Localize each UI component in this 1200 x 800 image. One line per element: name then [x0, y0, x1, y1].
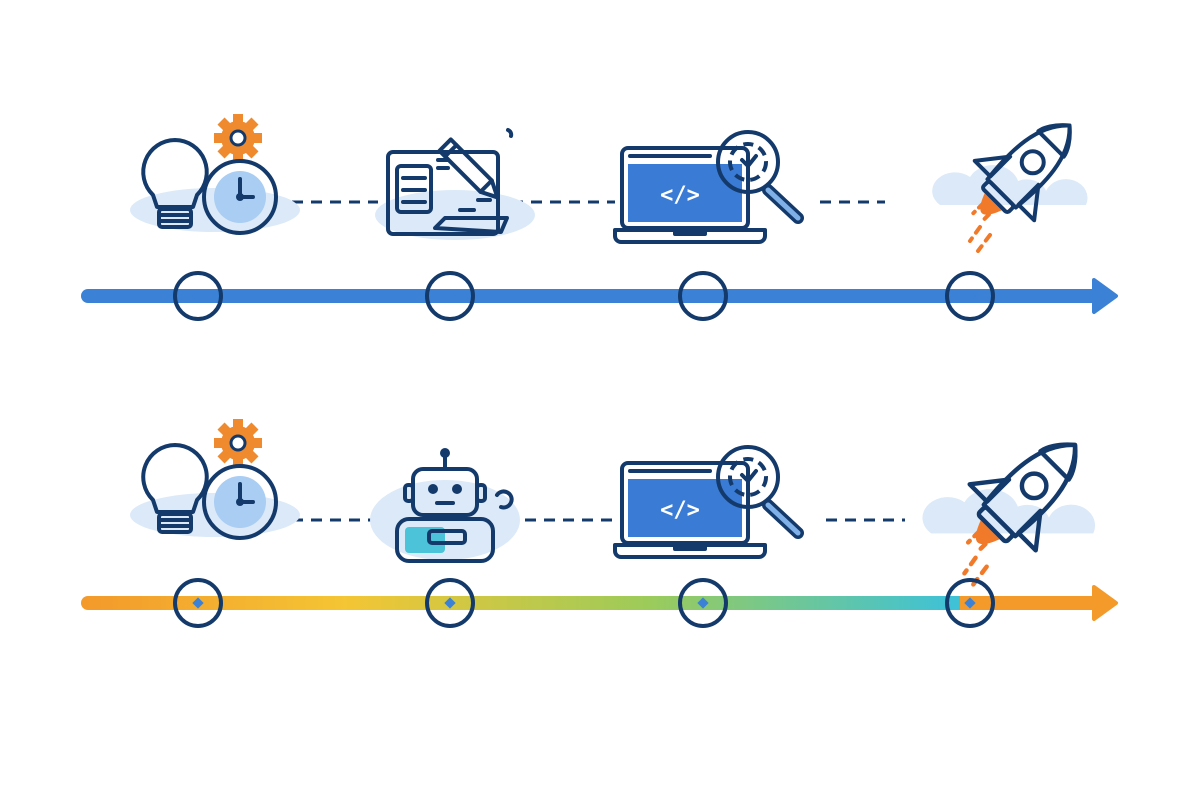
arrow-head — [1092, 585, 1118, 621]
timeline-row-1: </> — [81, 93, 1118, 321]
timeline-row-2: </> — [81, 412, 1118, 628]
document-pencil-icon — [373, 128, 537, 242]
laptop-code-magnifier-icon — [615, 132, 798, 242]
milestone-node-3[interactable] — [678, 271, 728, 321]
milestone-node-2[interactable] — [425, 271, 475, 321]
milestone-node-2[interactable] — [425, 578, 475, 628]
robot-icon — [368, 446, 522, 563]
lightbulb-gear-clock-icon — [128, 417, 302, 540]
milestone-node-4[interactable] — [945, 271, 995, 321]
milestone-node-1[interactable] — [173, 271, 223, 321]
milestone-node-4[interactable] — [945, 578, 995, 628]
milestone-nodes — [173, 271, 995, 321]
laptop-code-magnifier-icon — [615, 447, 798, 557]
milestone-node-3[interactable] — [678, 578, 728, 628]
rocket-launch-icon — [922, 412, 1108, 584]
lightbulb-gear-clock-icon — [128, 112, 302, 235]
milestone-node-1[interactable] — [173, 578, 223, 628]
rocket-launch-icon — [930, 93, 1102, 253]
arrow-head — [1092, 278, 1118, 314]
milestone-nodes — [173, 578, 995, 628]
code-glyph: </> — [660, 498, 700, 523]
code-glyph: </> — [660, 183, 700, 208]
